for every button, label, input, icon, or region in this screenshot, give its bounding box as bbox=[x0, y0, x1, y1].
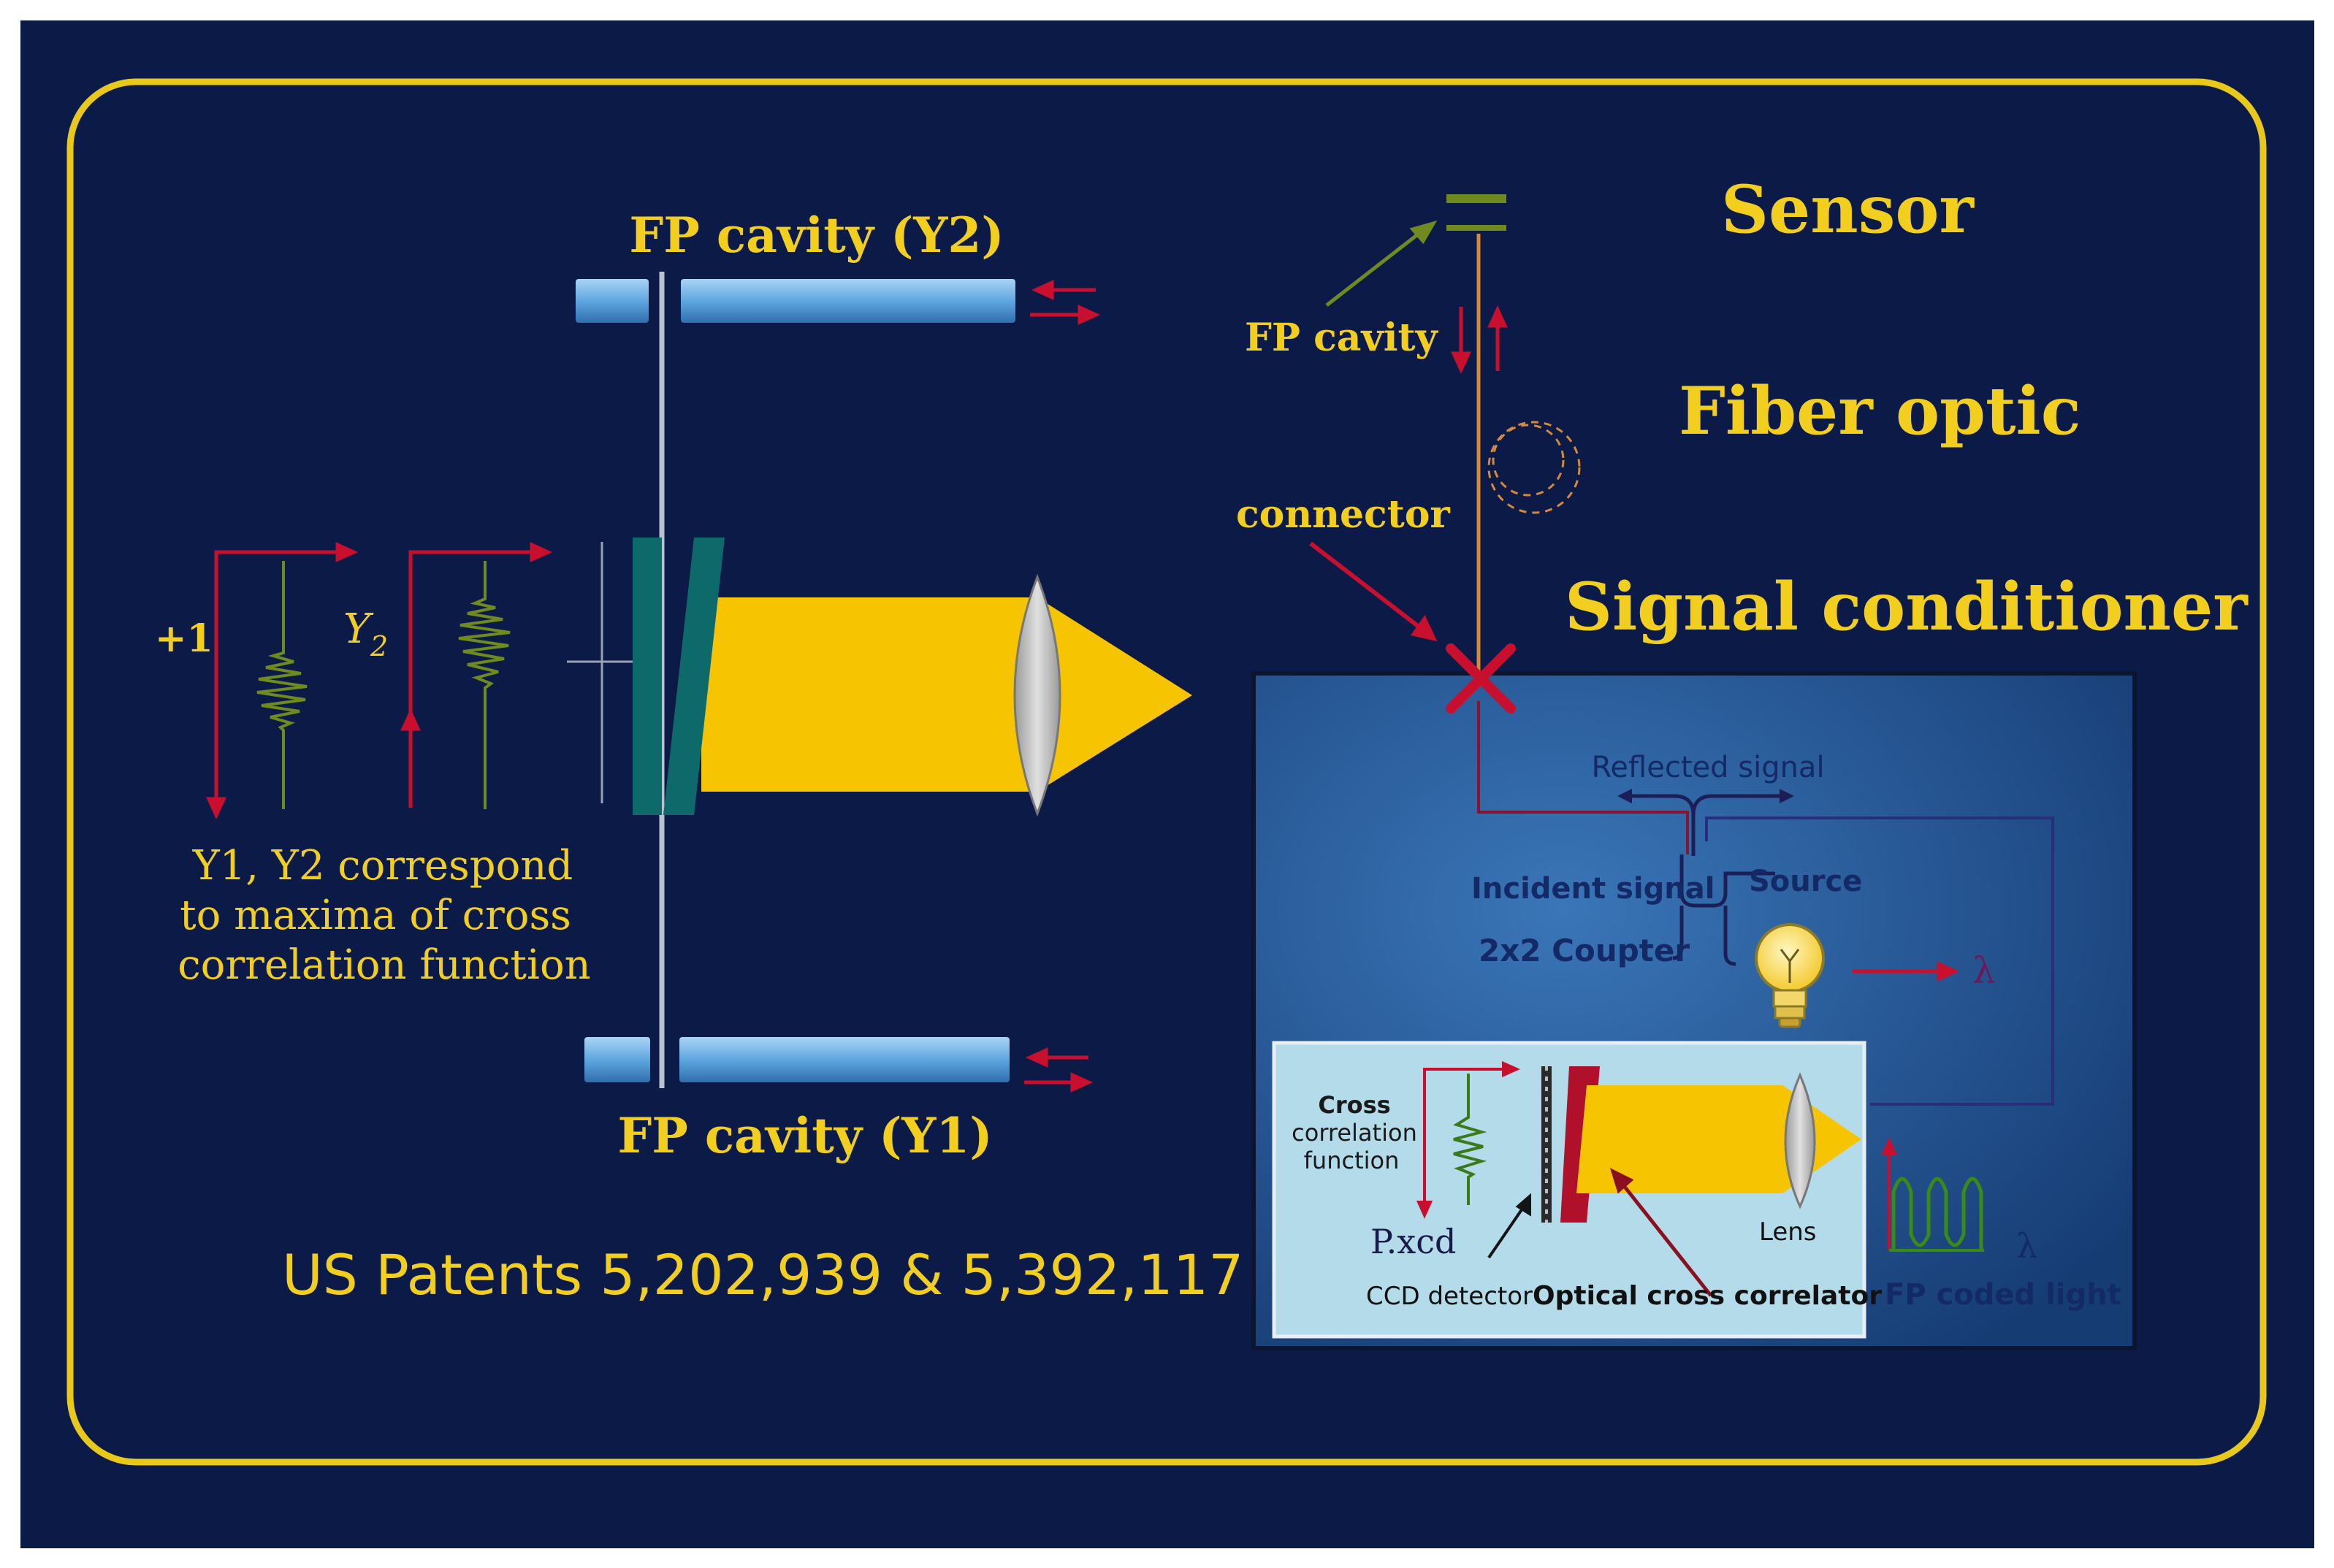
reflected-arrow-right bbox=[1780, 789, 1794, 803]
coupler-top bbox=[1625, 794, 1787, 856]
cross-correlation-label-line-2: correlation bbox=[1292, 1119, 1417, 1147]
patents-label: US Patents 5,202,939 & 5,392,117 bbox=[282, 1242, 1243, 1307]
fiber-signal-arrows bbox=[1451, 305, 1508, 375]
wavelet-1 bbox=[256, 561, 308, 809]
fiber-coil-inner bbox=[1492, 424, 1565, 497]
signal-conditioner-title: Signal conditioner bbox=[1565, 568, 2249, 646]
plus-one-label: +1 bbox=[155, 616, 213, 661]
ccd-detector-label: CCD detector bbox=[1366, 1282, 1533, 1311]
diagram-frame bbox=[66, 78, 2267, 1466]
yellow-light-beam bbox=[701, 597, 1192, 792]
light-bulb-icon bbox=[1755, 923, 1825, 1028]
fp-coded-lambda-label: λ bbox=[2016, 1226, 2037, 1266]
fp-y2-double-arrow bbox=[1030, 280, 1101, 325]
fp-y1-double-arrow bbox=[1024, 1047, 1094, 1093]
inner-wavelet bbox=[1453, 1074, 1487, 1205]
reflected-arrow-left bbox=[1617, 789, 1632, 803]
plus-one-bracket bbox=[206, 542, 359, 820]
fp-coded-light-axes bbox=[1880, 1137, 1984, 1252]
caption-line-2: to maxima of cross bbox=[180, 892, 571, 939]
fp-cavity-y2-label: FP cavity (Y2) bbox=[629, 207, 1004, 264]
fiber-loop-right bbox=[1705, 816, 2054, 1106]
fp-y1-bar-right bbox=[679, 1037, 1010, 1082]
source-lambda-arrow bbox=[1853, 961, 1960, 982]
fp-cavity-y1-label: FP cavity (Y1) bbox=[617, 1107, 992, 1164]
coupler-label: 2x2 Coupter bbox=[1479, 933, 1690, 968]
fiber-coil-outer bbox=[1487, 421, 1581, 514]
connector-label: connector bbox=[1236, 492, 1450, 537]
fp-coded-light-wave bbox=[1891, 1177, 1983, 1250]
fp-y2-bar-right bbox=[681, 279, 1015, 323]
optical-cross-correlator-label: Optical cross correlator bbox=[1533, 1281, 1882, 1311]
fp-cavity-label: FP cavity bbox=[1245, 315, 1438, 360]
inner-correlation-bracket bbox=[1416, 1060, 1520, 1219]
inner-lens-icon bbox=[1784, 1072, 1816, 1209]
cross-correlation-label-line-3: function bbox=[1304, 1147, 1400, 1174]
coupler-middle bbox=[1679, 854, 1775, 908]
fiber-optic-title: Fiber optic bbox=[1679, 372, 2081, 450]
ccd-pointer-arrow bbox=[1487, 1193, 1531, 1259]
wavelet-2 bbox=[458, 561, 511, 809]
pixel-label: P.xcd bbox=[1370, 1222, 1456, 1261]
fiber-to-coupler bbox=[1477, 701, 1689, 854]
source-lambda-label: λ bbox=[1972, 949, 1996, 992]
correlator-pointer-arrow bbox=[1609, 1168, 1712, 1297]
cross-correlation-label-line-1: Cross bbox=[1318, 1091, 1390, 1119]
fp-y2-bar-left bbox=[576, 279, 649, 323]
caption-line-1: Y1, Y2 correspond bbox=[192, 842, 573, 890]
lens-label: Lens bbox=[1759, 1217, 1817, 1247]
y2-bracket bbox=[400, 542, 553, 808]
ccd-detector-strip bbox=[1541, 1066, 1552, 1223]
reflected-signal-label: Reflected signal bbox=[1591, 751, 1824, 784]
caption-line-3: correlation function bbox=[178, 941, 590, 989]
y2-symbol-label: Y2 bbox=[343, 605, 388, 662]
lens-icon bbox=[1013, 573, 1061, 817]
sensor-title: Sensor bbox=[1721, 171, 1975, 248]
fp-y1-bar-left bbox=[584, 1037, 650, 1082]
prism-wedge bbox=[663, 538, 725, 815]
prism-plate bbox=[633, 538, 662, 815]
fp-cavity-pointer-arrow bbox=[1325, 220, 1438, 307]
incident-signal-label: Incident signal bbox=[1471, 872, 1715, 906]
connector-x-mark bbox=[1446, 643, 1516, 714]
source-label: Source bbox=[1749, 865, 1862, 898]
coupler-lower bbox=[1672, 906, 1736, 966]
connector-pointer-arrow bbox=[1309, 541, 1438, 642]
fp-coded-light-label: FP coded light bbox=[1885, 1278, 2121, 1312]
